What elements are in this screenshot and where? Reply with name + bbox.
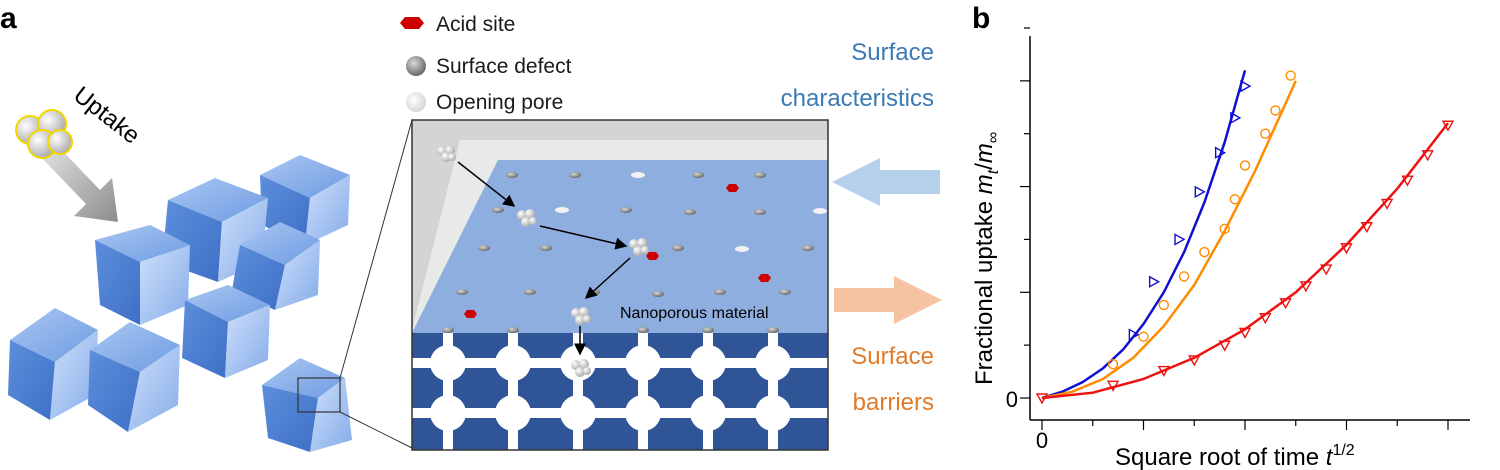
data-point	[1148, 275, 1161, 288]
legend-label-opening-pore: Opening pore	[436, 91, 563, 114]
arrow-orange-right	[834, 276, 942, 324]
uptake-label: Uptake	[68, 81, 145, 149]
surface-characteristics-line1: Surface	[851, 39, 934, 66]
data-point	[1107, 358, 1119, 370]
arrow-blue-left	[832, 158, 940, 206]
data-point	[1240, 79, 1252, 93]
molecule-icon	[571, 359, 591, 377]
surface-defect-icon	[406, 56, 426, 76]
zoomed-surface-panel: Nanoporous material	[411, 119, 829, 451]
uptake-arrow	[38, 140, 118, 222]
data-point	[1441, 120, 1455, 132]
data-point	[1157, 365, 1170, 377]
data-point	[1158, 299, 1170, 311]
data-point	[1219, 223, 1230, 235]
surface-barriers-line1: Surface	[851, 343, 934, 370]
zoom-box	[297, 377, 341, 413]
legend-label-acid-site: Acid site	[436, 13, 515, 36]
opening-pores	[555, 172, 827, 252]
uptake-chart: 0 0 Square root of time t1/2 Fractional …	[971, 27, 1470, 470]
data-point	[1188, 355, 1201, 367]
data-point	[1259, 312, 1272, 325]
surface-characteristics-line2: characteristics	[781, 85, 934, 112]
data-point	[1230, 111, 1242, 125]
data-point	[1128, 328, 1140, 341]
data-point	[1239, 160, 1251, 171]
fit-line	[1041, 122, 1449, 400]
molecule-cluster-icon	[15, 109, 73, 159]
framework-channels	[412, 333, 828, 450]
legend-label-surface-defect: Surface defect	[436, 55, 572, 78]
acid-site-icon	[400, 17, 424, 29]
series-0	[1041, 69, 1252, 400]
x-axis-label: Square root of time t1/2	[1115, 442, 1355, 470]
data-point	[1229, 194, 1241, 205]
data-point	[1360, 222, 1373, 234]
cube-icon	[95, 225, 190, 325]
surface-barriers-line2: barriers	[853, 389, 934, 416]
data-point	[1279, 298, 1292, 310]
molecule-icon	[571, 307, 591, 325]
panel-b-letter: b	[972, 2, 990, 35]
data-point	[1380, 198, 1394, 210]
data-point	[1035, 393, 1049, 405]
cube-icon	[88, 322, 180, 432]
opening-pore-icon	[406, 92, 426, 112]
cube-icon	[8, 308, 98, 420]
data-point	[1174, 233, 1186, 246]
data-point	[1401, 175, 1414, 187]
y-axis-ticks	[1020, 27, 1030, 399]
legend: Acid site Surface defect Opening pore	[400, 13, 572, 114]
material-label: Nanoporous material	[620, 305, 769, 322]
x-tick-label-0: 0	[1036, 428, 1048, 453]
zoom-line-bottom	[339, 411, 413, 449]
molecule-icon	[517, 209, 537, 227]
data-point	[1214, 146, 1227, 159]
data-point	[1178, 271, 1190, 282]
acid-sites	[464, 184, 771, 318]
diffusion-path-arrows	[457, 161, 631, 356]
panel-a-letter: a	[0, 2, 17, 35]
data-point	[1199, 246, 1210, 258]
zoom-line-top	[339, 119, 413, 379]
data-point	[1260, 128, 1271, 139]
data-point	[1238, 327, 1252, 339]
y-axis-label: Fractional uptake mt/m∞	[971, 132, 1002, 385]
data-point	[1285, 70, 1296, 81]
series-2	[1035, 120, 1455, 405]
fit-line	[1041, 69, 1247, 400]
x-axis-ticks	[1041, 420, 1449, 430]
data-point	[1218, 340, 1231, 352]
data-point	[1194, 185, 1206, 199]
data-point	[1320, 264, 1333, 276]
data-point	[1299, 281, 1313, 293]
crystal-cubes	[8, 119, 413, 452]
fit-line	[1041, 80, 1297, 400]
series-1	[1041, 70, 1297, 400]
data-point	[1138, 331, 1149, 342]
data-point	[1106, 380, 1120, 392]
y-tick-label-0: 0	[1006, 387, 1018, 412]
data-point	[1270, 105, 1281, 116]
cube-icon	[232, 222, 320, 310]
series-layer	[1035, 69, 1455, 405]
molecule-icon	[437, 145, 456, 162]
cube-icon	[262, 358, 352, 452]
data-point	[1421, 150, 1434, 162]
cube-icon	[182, 285, 270, 378]
molecule-icon	[629, 238, 649, 256]
data-point	[1340, 243, 1353, 255]
